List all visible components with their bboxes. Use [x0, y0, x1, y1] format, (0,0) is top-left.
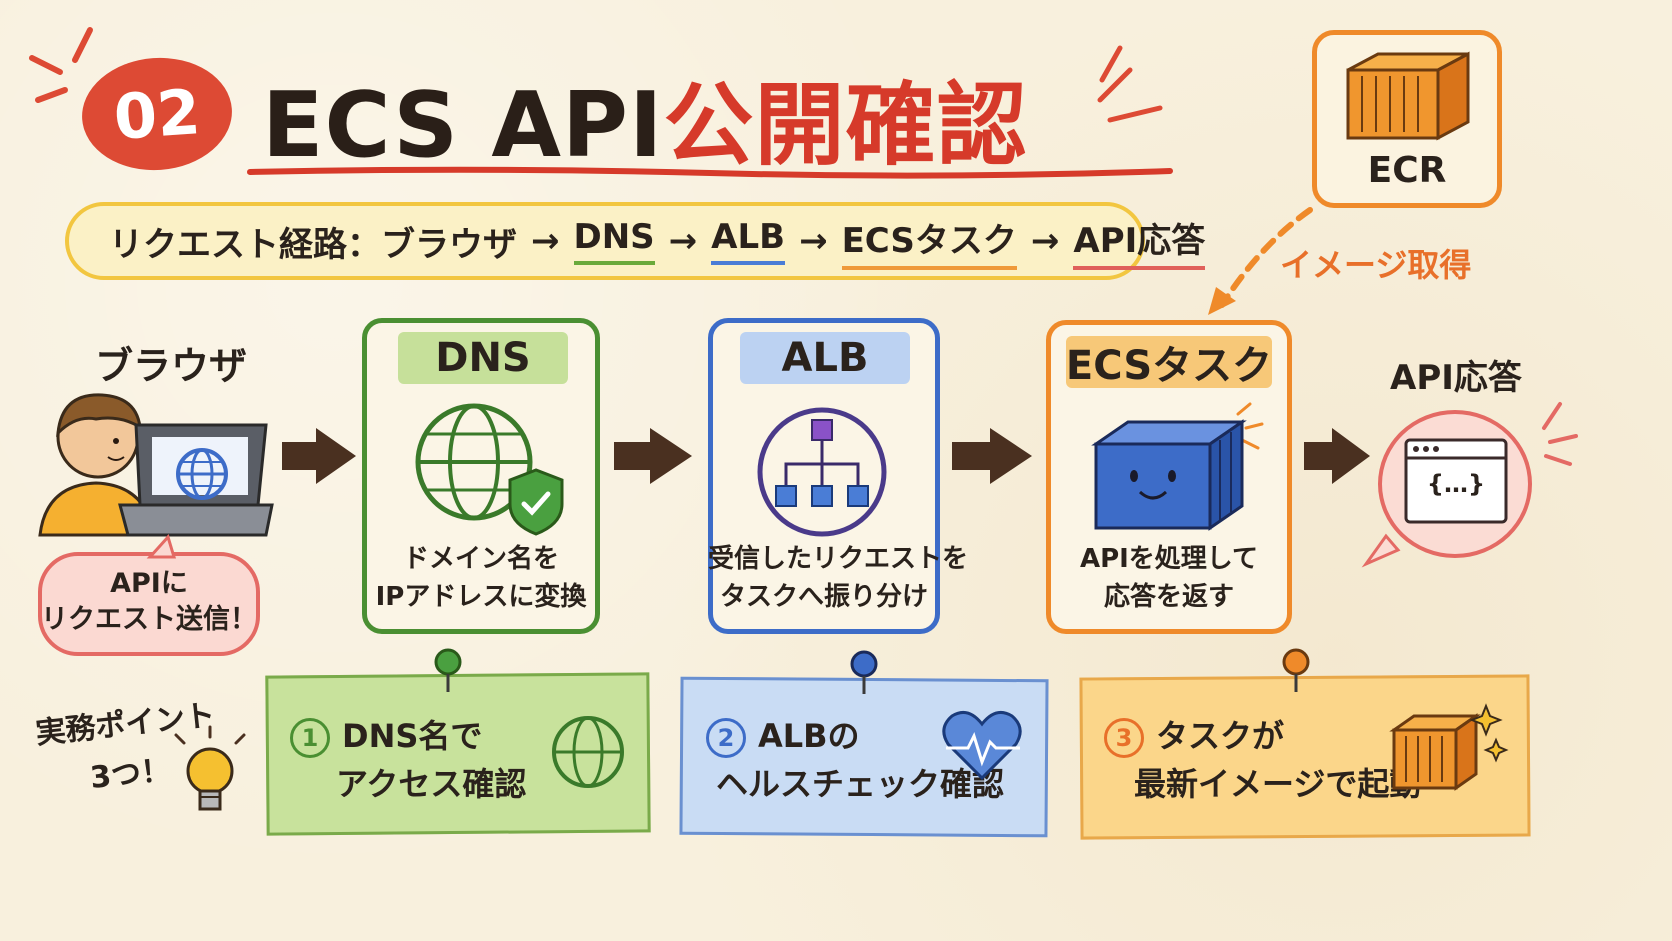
- route-arrow: →: [531, 221, 560, 261]
- api-bubble-tail: [1361, 533, 1401, 568]
- heart-pulse-icon: [942, 710, 1022, 781]
- request-speech-bubble: [38, 552, 260, 656]
- route-prefix: リクエスト経路：ブラウザ: [109, 224, 517, 265]
- route-step-ecs: ECSタスク: [841, 213, 1017, 270]
- alb-tag: ALB: [740, 332, 910, 384]
- dns-description: ドメイン名を IPアドレスに変換: [362, 540, 600, 616]
- request-bubble-text: APIに リクエスト送信！: [38, 566, 260, 638]
- flow-arrow-3: [952, 428, 1032, 484]
- lightbulb-icon: [174, 725, 246, 811]
- flow-arrow-4: [1304, 428, 1370, 484]
- flow-arrow-1: [282, 428, 356, 484]
- route-step-dns: DNS: [573, 217, 655, 265]
- title-underline: [247, 166, 1173, 179]
- globe-icon: [552, 716, 624, 788]
- route-arrow: →: [1030, 221, 1060, 261]
- point-2-line-2: ヘルスチェック確認: [716, 765, 1005, 803]
- image-fetch-label: イメージ取得: [1280, 246, 1472, 284]
- bubble-tail: [146, 534, 177, 559]
- point-3-line-2: 最新イメージで起動: [1134, 765, 1422, 803]
- smiling-container-icon: [1091, 402, 1264, 531]
- bubble-line-1: APIに: [110, 568, 188, 599]
- emphasis-lines-icon: [1542, 402, 1578, 466]
- pushpin-green-icon: [434, 648, 462, 692]
- alb-description: 受信したリクエストを タスクへ振り分け: [708, 540, 969, 616]
- user-with-laptop-illustration: [38, 393, 274, 537]
- ecs-tag: ECSタスク: [1066, 336, 1272, 389]
- point-1-line-2: アクセス確認: [336, 765, 527, 803]
- point-2-text: 2 ALBの ヘルスチェック確認: [706, 712, 1004, 808]
- pushpin-orange-icon: [1282, 648, 1310, 692]
- ecs-desc-line-1: APIを処理して: [1079, 544, 1259, 574]
- container-icon: [1346, 51, 1470, 141]
- request-route: リクエスト経路：ブラウザ → DNS → ALB → ECSタスク → API応…: [65, 202, 1206, 280]
- ecr-label: ECR: [1367, 150, 1447, 191]
- point-2-number: 2: [706, 718, 746, 758]
- alb-desc-line-2: タスクへ振り分け: [719, 582, 928, 612]
- route-step-api: API応答: [1073, 213, 1206, 270]
- route-arrow: →: [799, 221, 828, 261]
- globe-icon: [176, 448, 228, 500]
- route-arrow: →: [668, 221, 698, 261]
- dns-desc-line-2: IPアドレスに変換: [375, 582, 587, 612]
- flow-arrow-2: [614, 428, 692, 484]
- point-3-number: 3: [1104, 718, 1144, 758]
- title-japanese: 公開確認: [663, 73, 1028, 178]
- point-1-text: 1 DNS名で アクセス確認: [290, 712, 526, 808]
- globe-shield-icon: [415, 403, 564, 536]
- page-title: ECS API公開確認: [262, 52, 1027, 178]
- dns-desc-line-1: ドメイン名を: [402, 544, 559, 574]
- route-step-alb: ALB: [711, 217, 786, 265]
- ecs-desc-line-2: 応答を返す: [1103, 582, 1234, 612]
- load-balancer-icon: [757, 407, 887, 537]
- api-response-label: API応答: [1390, 358, 1522, 398]
- browser-window-icon: [1404, 438, 1508, 524]
- browser-label: ブラウザ: [95, 344, 248, 388]
- alb-desc-line-1: 受信したリクエストを: [708, 544, 969, 574]
- sparkle-lines-icon: [1097, 45, 1163, 123]
- title-english: ECS API: [262, 73, 664, 178]
- point-3-line-1: タスクが: [1156, 717, 1285, 755]
- point-2-line-1: ALBの: [758, 717, 860, 755]
- code-braces-icon: {…}: [1426, 470, 1486, 498]
- bubble-line-2: リクエスト送信！: [41, 604, 257, 635]
- pushpin-blue-icon: [850, 650, 878, 694]
- point-3-text: 3 タスクが 最新イメージで起動: [1104, 712, 1421, 808]
- dns-tag: DNS: [398, 332, 568, 384]
- container-sparkle-icon: [1389, 703, 1509, 791]
- burst-lines-icon: [29, 27, 93, 103]
- image-pull-arrow: [1208, 207, 1313, 315]
- ecs-description: APIを処理して 応答を返す: [1046, 540, 1292, 616]
- point-1-line-1: DNS名で: [342, 717, 483, 755]
- point-1-number: 1: [290, 718, 330, 758]
